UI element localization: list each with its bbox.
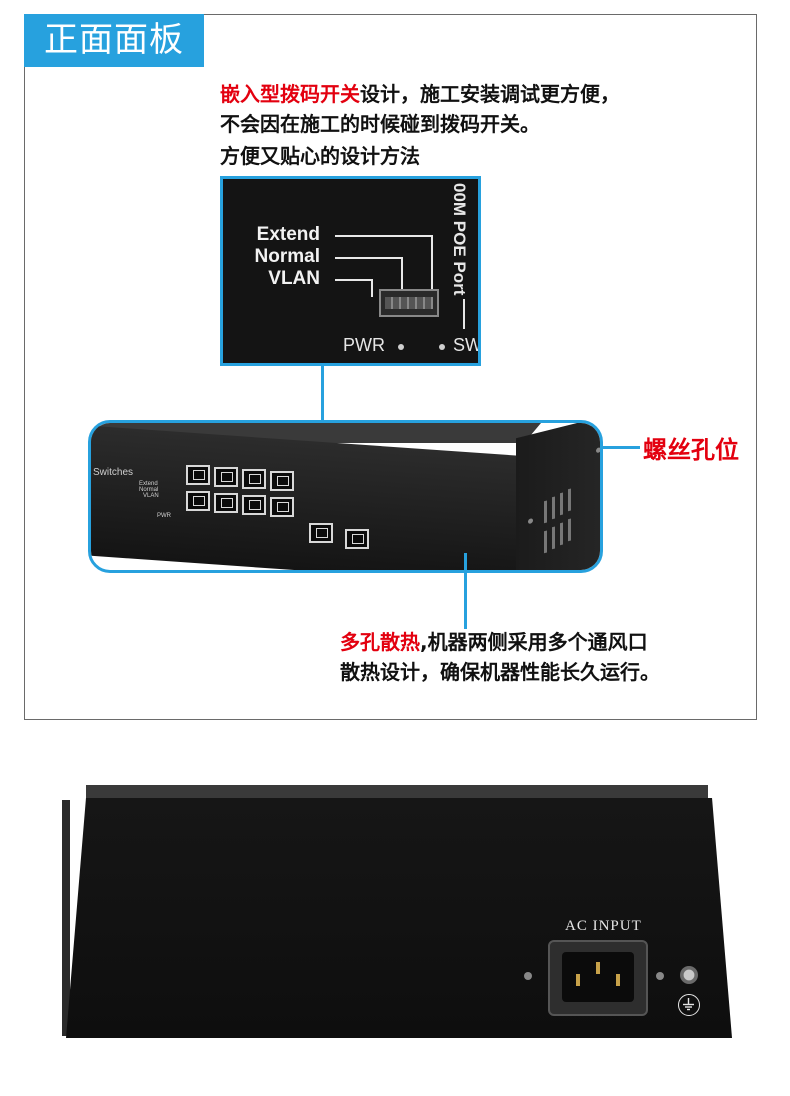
vent-caption-rest: ,机器两侧采用多个通风口: [420, 630, 648, 654]
sw-led-icon: [439, 344, 445, 350]
dip-switch: [379, 289, 439, 317]
vent-slot: [560, 522, 563, 546]
vent-connector-line: [464, 553, 467, 629]
socket-pin: [576, 974, 580, 986]
switch-side-face: [516, 423, 600, 570]
rj45-port-icon: [214, 493, 238, 513]
port-label-bar: [463, 299, 465, 329]
rj45-port-icon: [242, 495, 266, 515]
mini-vlan-label: VLAN: [143, 493, 159, 499]
rj45-port-icon: [186, 491, 210, 511]
rear-top-edge: [86, 785, 708, 799]
dip-switch-zoom: Extend Normal VLAN 00M POE Port PWR SW: [220, 176, 481, 366]
screw-icon: [524, 972, 532, 980]
dip-caption-line2: 不会因在施工的时候碰到拨码开关。: [220, 112, 540, 136]
dip-caption-rest: 设计，施工安装调试更方便，: [360, 82, 620, 106]
dip-switch-levers: [385, 297, 433, 309]
socket-pin: [616, 974, 620, 986]
vent-slot: [560, 492, 563, 516]
pwr-led-icon: [398, 344, 404, 350]
dip-caption-highlight: 嵌入型拨码开关: [220, 82, 360, 106]
sw-label: SW: [453, 335, 481, 355]
uplink-port-icon: [309, 523, 333, 543]
rear-side-edge: [62, 800, 70, 1036]
dip-caption-line1: 嵌入型拨码开关设计，施工安装调试更方便，: [220, 78, 620, 107]
zoom-connector-line: [321, 366, 324, 422]
ground-symbol-icon: [678, 994, 700, 1016]
normal-label: Normal: [254, 246, 320, 267]
extend-wire: [335, 235, 433, 297]
extend-label: Extend: [256, 224, 320, 245]
socket-pin: [596, 962, 600, 974]
power-socket-icon: [548, 940, 648, 1016]
vent-slot: [568, 488, 571, 512]
screw-connector-line: [603, 446, 640, 449]
pwr-label: PWR: [343, 335, 385, 355]
vent-slot: [568, 518, 571, 542]
vent-caption-line1: 多孔散热,机器两侧采用多个通风口: [340, 626, 648, 655]
front-panel-frame: [24, 14, 757, 720]
ac-input-label: AC INPUT: [565, 918, 642, 934]
screw-icon: [656, 972, 664, 980]
screw-hole-label: 螺丝孔位: [643, 436, 739, 464]
vlan-wire: [335, 279, 373, 297]
vent-slot: [544, 530, 547, 554]
rj45-port-icon: [242, 469, 266, 489]
vent-slot: [552, 526, 555, 550]
switch-front-face: [91, 425, 536, 570]
ground-screw-icon: [680, 966, 698, 984]
mini-extend-label: Extend: [139, 481, 158, 487]
vlan-label: VLAN: [268, 268, 320, 289]
mini-pwr-label: PWR: [157, 513, 171, 519]
port-label-vertical: 00M POE Port: [450, 183, 469, 296]
uplink-port-icon: [345, 529, 369, 549]
screw-icon: [596, 447, 600, 454]
rj45-port-icon: [270, 471, 294, 491]
section-title: 正面面板: [24, 14, 204, 67]
vent-slot: [552, 496, 555, 520]
vent-caption-highlight: 多孔散热: [340, 630, 420, 654]
mini-normal-label: Normal: [139, 487, 159, 493]
rj45-port-icon: [270, 497, 294, 517]
switch-photo: Switches Extend Normal VLAN PWR: [88, 420, 603, 573]
rj45-port-icon: [214, 467, 238, 487]
dip-caption-line3: 方便又贴心的设计方法: [220, 144, 420, 168]
vent-caption-line2: 散热设计，确保机器性能长久运行。: [340, 660, 660, 684]
normal-wire: [335, 257, 403, 297]
vent-slot: [544, 500, 547, 524]
brand-text: Switches: [93, 467, 134, 478]
rj45-port-icon: [186, 465, 210, 485]
power-socket-cavity: [562, 952, 634, 1002]
screw-icon: [528, 517, 533, 525]
